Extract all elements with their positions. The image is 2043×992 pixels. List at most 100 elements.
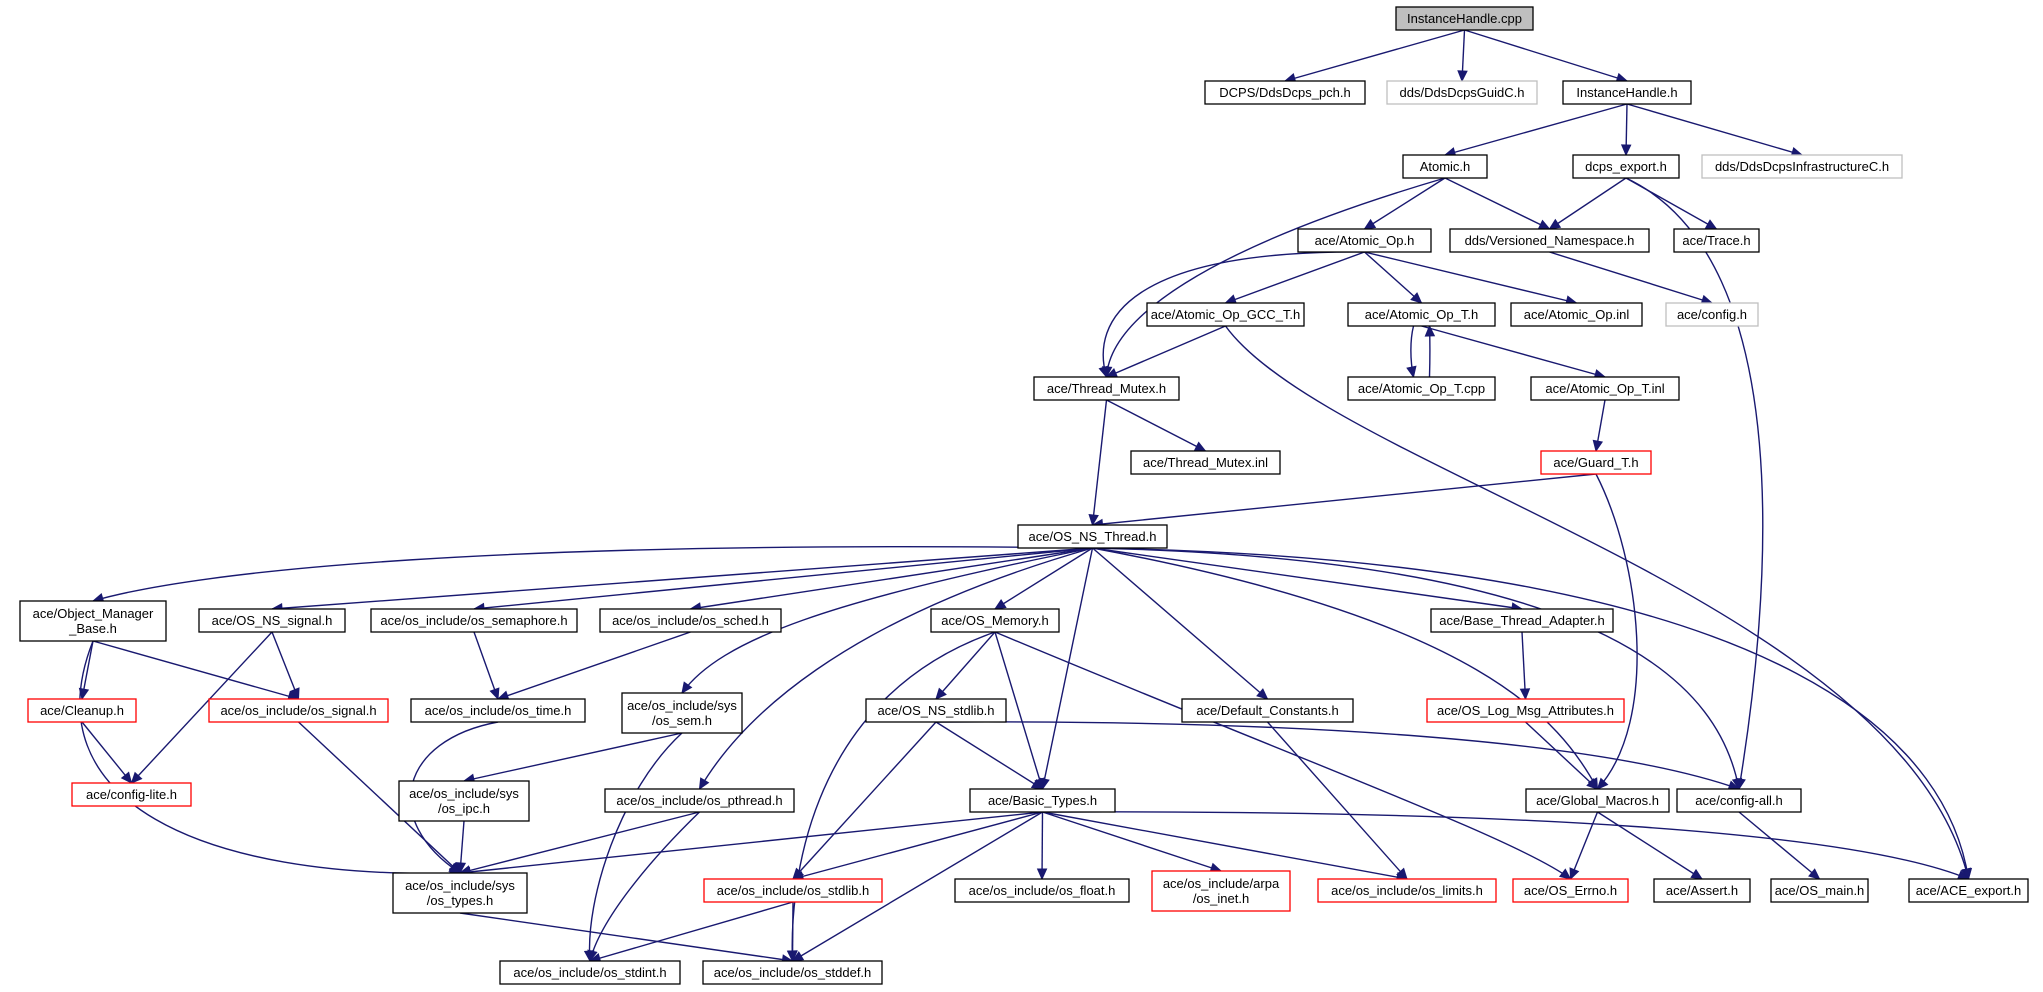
file-node-n35[interactable]: ace/os_include/os_pthread.h: [604, 788, 795, 813]
file-node-box[interactable]: [1151, 870, 1291, 912]
file-node-box[interactable]: [1653, 878, 1751, 903]
file-node-box[interactable]: [27, 698, 137, 723]
file-node-n19[interactable]: ace/OS_NS_Thread.h: [1017, 524, 1168, 549]
file-node-n37[interactable]: ace/Global_Macros.h: [1525, 788, 1670, 813]
file-node-n42[interactable]: ace/os_include/arpa/os_inet.h: [1151, 870, 1291, 912]
file-node-n31[interactable]: ace/Default_Constants.h: [1181, 698, 1354, 723]
file-node-n23[interactable]: ace/os_include/os_sched.h: [599, 608, 782, 633]
file-node-n8[interactable]: dds/Versioned_Namespace.h: [1449, 228, 1650, 253]
file-node-n26[interactable]: ace/Cleanup.h: [27, 698, 137, 723]
file-node-n10[interactable]: ace/Atomic_Op_GCC_T.h: [1146, 302, 1305, 327]
file-node-box[interactable]: [1676, 788, 1802, 813]
file-node-n46[interactable]: ace/OS_main.h: [1770, 878, 1869, 903]
file-node-box[interactable]: [1449, 228, 1650, 253]
file-node-box[interactable]: [865, 698, 1007, 723]
file-node-box[interactable]: [599, 608, 782, 633]
file-node-box[interactable]: [954, 878, 1130, 903]
file-node-n29[interactable]: ace/os_include/sys/os_sem.h: [621, 692, 743, 734]
file-node-box[interactable]: [930, 608, 1060, 633]
file-node-n41[interactable]: ace/os_include/os_float.h: [954, 878, 1130, 903]
file-node-n6[interactable]: dds/DdsDcpsInfrastructureC.h: [1701, 154, 1903, 179]
file-node-box[interactable]: [969, 788, 1116, 813]
file-node-box[interactable]: [1181, 698, 1354, 723]
file-node-n43[interactable]: ace/os_include/os_limits.h: [1317, 878, 1497, 903]
file-node-box[interactable]: [1204, 80, 1366, 105]
file-node-n32[interactable]: ace/OS_Log_Msg_Attributes.h: [1426, 698, 1625, 723]
file-node-box[interactable]: [1770, 878, 1869, 903]
file-node-box[interactable]: [1540, 450, 1652, 475]
file-node-n0[interactable]: InstanceHandle.cpp: [1395, 6, 1534, 31]
file-node-box[interactable]: [621, 692, 743, 734]
file-node-n17[interactable]: ace/Thread_Mutex.inl: [1130, 450, 1281, 475]
file-node-n2[interactable]: dds/DdsDcpsGuidC.h: [1386, 80, 1538, 105]
file-node-n36[interactable]: ace/Basic_Types.h: [969, 788, 1116, 813]
file-node-n20[interactable]: ace/Object_Manager_Base.h: [19, 600, 167, 642]
file-node-n38[interactable]: ace/config-all.h: [1676, 788, 1802, 813]
file-node-box[interactable]: [1430, 608, 1614, 633]
file-node-n30[interactable]: ace/OS_NS_stdlib.h: [865, 698, 1007, 723]
file-node-box[interactable]: [1512, 878, 1629, 903]
file-node-box[interactable]: [1347, 376, 1496, 401]
file-node-box[interactable]: [1297, 228, 1432, 253]
file-node-n15[interactable]: ace/Atomic_Op_T.cpp: [1347, 376, 1496, 401]
file-node-n1[interactable]: DCPS/DdsDcps_pch.h: [1204, 80, 1366, 105]
file-node-n9[interactable]: ace/Trace.h: [1673, 228, 1760, 253]
file-node-n28[interactable]: ace/os_include/os_time.h: [410, 698, 586, 723]
file-node-box[interactable]: [1562, 80, 1692, 105]
file-node-box[interactable]: [702, 960, 883, 985]
file-node-box[interactable]: [1426, 698, 1625, 723]
file-node-box[interactable]: [1402, 154, 1488, 179]
file-node-n21[interactable]: ace/OS_NS_signal.h: [198, 608, 346, 633]
file-node-box[interactable]: [398, 780, 530, 822]
file-node-box[interactable]: [1510, 302, 1643, 327]
file-node-box[interactable]: [604, 788, 795, 813]
file-node-box[interactable]: [1033, 376, 1180, 401]
file-node-n16[interactable]: ace/Atomic_Op_T.inl: [1530, 376, 1680, 401]
file-node-box[interactable]: [392, 872, 528, 914]
file-node-box[interactable]: [1530, 376, 1680, 401]
file-node-box[interactable]: [208, 698, 389, 723]
file-node-n4[interactable]: Atomic.h: [1402, 154, 1488, 179]
file-node-n47[interactable]: ace/ACE_export.h: [1908, 878, 2029, 903]
file-node-box[interactable]: [1665, 302, 1759, 327]
file-node-n14[interactable]: ace/Thread_Mutex.h: [1033, 376, 1180, 401]
file-node-n49[interactable]: ace/os_include/os_stddef.h: [702, 960, 883, 985]
file-node-box[interactable]: [1673, 228, 1760, 253]
file-node-n7[interactable]: ace/Atomic_Op.h: [1297, 228, 1432, 253]
file-node-n11[interactable]: ace/Atomic_Op_T.h: [1347, 302, 1496, 327]
file-node-box[interactable]: [1130, 450, 1281, 475]
file-node-n24[interactable]: ace/OS_Memory.h: [930, 608, 1060, 633]
file-node-n5[interactable]: dcps_export.h: [1572, 154, 1680, 179]
file-node-n40[interactable]: ace/os_include/os_stdlib.h: [703, 878, 883, 903]
file-node-n22[interactable]: ace/os_include/os_semaphore.h: [370, 608, 578, 633]
file-node-box[interactable]: [1908, 878, 2029, 903]
file-node-box[interactable]: [71, 782, 192, 807]
file-node-box[interactable]: [19, 600, 167, 642]
file-node-box[interactable]: [370, 608, 578, 633]
file-node-box[interactable]: [703, 878, 883, 903]
file-node-box[interactable]: [1317, 878, 1497, 903]
file-node-n13[interactable]: ace/config.h: [1665, 302, 1759, 327]
file-node-n12[interactable]: ace/Atomic_Op.inl: [1510, 302, 1643, 327]
file-node-n34[interactable]: ace/os_include/sys/os_ipc.h: [398, 780, 530, 822]
file-node-n33[interactable]: ace/config-lite.h: [71, 782, 192, 807]
file-node-box[interactable]: [410, 698, 586, 723]
file-node-n27[interactable]: ace/os_include/os_signal.h: [208, 698, 389, 723]
file-node-box[interactable]: [1572, 154, 1680, 179]
file-node-box[interactable]: [499, 960, 681, 985]
file-node-box[interactable]: [1017, 524, 1168, 549]
file-node-n3[interactable]: InstanceHandle.h: [1562, 80, 1692, 105]
file-node-n45[interactable]: ace/Assert.h: [1653, 878, 1751, 903]
file-node-n25[interactable]: ace/Base_Thread_Adapter.h: [1430, 608, 1614, 633]
file-node-box[interactable]: [1347, 302, 1496, 327]
file-node-n18[interactable]: ace/Guard_T.h: [1540, 450, 1652, 475]
file-node-n48[interactable]: ace/os_include/os_stdint.h: [499, 960, 681, 985]
file-node-box[interactable]: [1701, 154, 1903, 179]
file-node-box[interactable]: [198, 608, 346, 633]
file-node-box[interactable]: [1525, 788, 1670, 813]
file-node-box[interactable]: [1146, 302, 1305, 327]
file-node-box[interactable]: [1395, 6, 1534, 31]
file-node-box[interactable]: [1386, 80, 1538, 105]
file-node-n39[interactable]: ace/os_include/sys/os_types.h: [392, 872, 528, 914]
file-node-n44[interactable]: ace/OS_Errno.h: [1512, 878, 1629, 903]
